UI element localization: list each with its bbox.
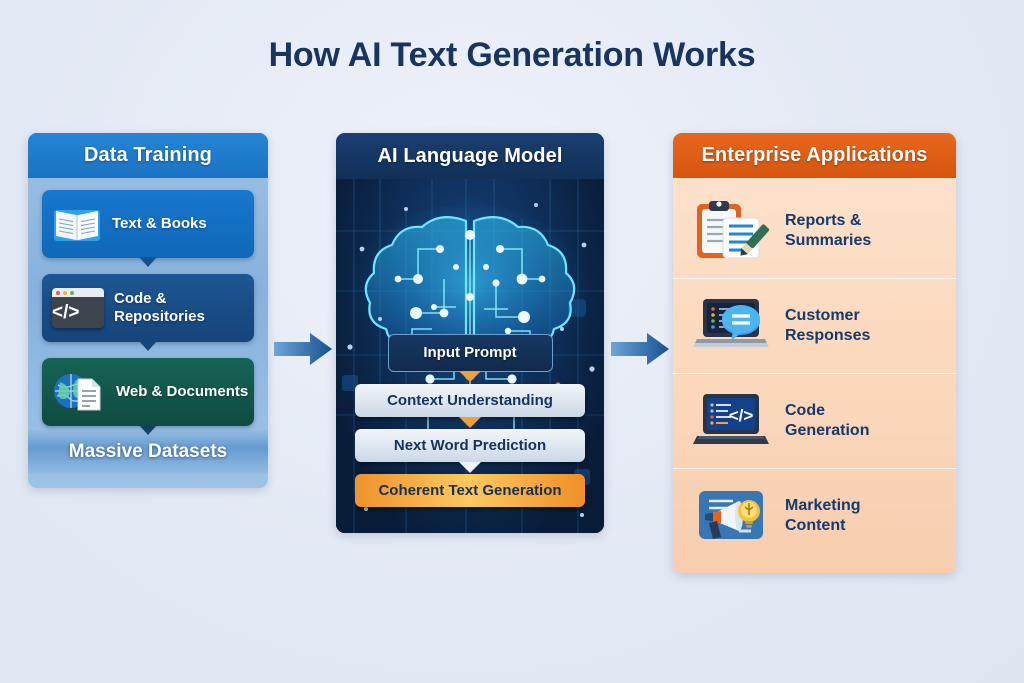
laptop-chat-icon <box>691 293 771 359</box>
circuit-brain-illustration: Input Prompt Context Understanding Next … <box>336 179 604 533</box>
arrow-left-to-center-icon <box>272 329 334 369</box>
step-label: Input Prompt <box>423 344 517 361</box>
step-coherent-text-generation[interactable]: Coherent Text Generation <box>355 474 585 507</box>
step-label: Context Understanding <box>387 392 553 409</box>
application-list: Reports & Summaries <box>673 178 956 563</box>
flow-tip-down-icon <box>139 341 157 351</box>
model-step-stack: Input Prompt Context Understanding Next … <box>336 334 604 519</box>
center-panel-header: AI Language Model <box>336 133 604 179</box>
right-panel-header: Enterprise Applications <box>673 133 956 178</box>
code-glyph: </> <box>52 302 80 323</box>
data-source-label: Code & Repositories <box>114 290 205 325</box>
application-label-line2: Summaries <box>785 232 872 249</box>
left-panel-header: Data Training <box>28 133 268 178</box>
application-label-line1: Code <box>785 402 825 419</box>
step-input-prompt[interactable]: Input Prompt <box>387 334 553 382</box>
flow-tip-down-icon <box>139 257 157 267</box>
chevron-down-icon <box>459 462 481 473</box>
globe-document-icon <box>52 371 106 413</box>
application-marketing-content[interactable]: Marketing Content <box>673 468 956 563</box>
step-label: Coherent Text Generation <box>378 482 562 499</box>
application-label-line2: Responses <box>785 327 871 344</box>
data-source-web-documents[interactable]: Web & Documents <box>42 358 254 435</box>
panel-ai-language-model: AI Language Model <box>336 133 604 533</box>
panel-data-training: Data Training <box>28 133 268 488</box>
step-context-understanding[interactable]: Context Understanding <box>355 384 585 428</box>
application-label: Marketing Content <box>785 496 861 536</box>
left-panel-body: Text & Books </> Code & Repositories <box>28 178 268 435</box>
code-window-icon: </> <box>52 288 104 328</box>
megaphone-bulb-icon <box>691 483 771 549</box>
application-label-line2: Generation <box>785 422 870 439</box>
application-label: Code Generation <box>785 401 869 441</box>
application-code-generation[interactable]: </> Code Generation <box>673 373 956 468</box>
application-customer-responses[interactable]: Customer Responses <box>673 278 956 373</box>
application-label: Reports & Summaries <box>785 211 871 251</box>
panel-enterprise-applications: Enterprise Applications <box>673 133 956 573</box>
data-source-label: Text & Books <box>112 215 207 232</box>
data-source-label: Web & Documents <box>116 383 249 400</box>
svg-text:</>: </> <box>729 406 754 425</box>
left-panel-footer: Massive Datasets <box>28 430 268 474</box>
clipboard-pencil-icon <box>691 198 771 264</box>
chevron-down-icon <box>459 417 481 428</box>
application-label-line1: Reports & <box>785 212 862 229</box>
open-book-icon <box>52 205 102 243</box>
application-label-line2: Content <box>785 517 846 534</box>
arrow-center-to-right-icon <box>609 329 671 369</box>
data-source-text-books[interactable]: Text & Books <box>42 190 254 267</box>
step-next-word-prediction[interactable]: Next Word Prediction <box>355 429 585 473</box>
step-label: Next Word Prediction <box>393 437 547 454</box>
application-label-line1: Marketing <box>785 497 861 514</box>
application-label-line1: Customer <box>785 307 860 324</box>
chevron-down-icon <box>459 371 481 382</box>
page-title: How AI Text Generation Works <box>268 36 756 74</box>
application-reports-summaries[interactable]: Reports & Summaries <box>673 184 956 278</box>
application-label: Customer Responses <box>785 306 870 346</box>
laptop-code-icon: </> <box>691 388 771 454</box>
data-source-code-repositories[interactable]: </> Code & Repositories <box>42 274 254 351</box>
